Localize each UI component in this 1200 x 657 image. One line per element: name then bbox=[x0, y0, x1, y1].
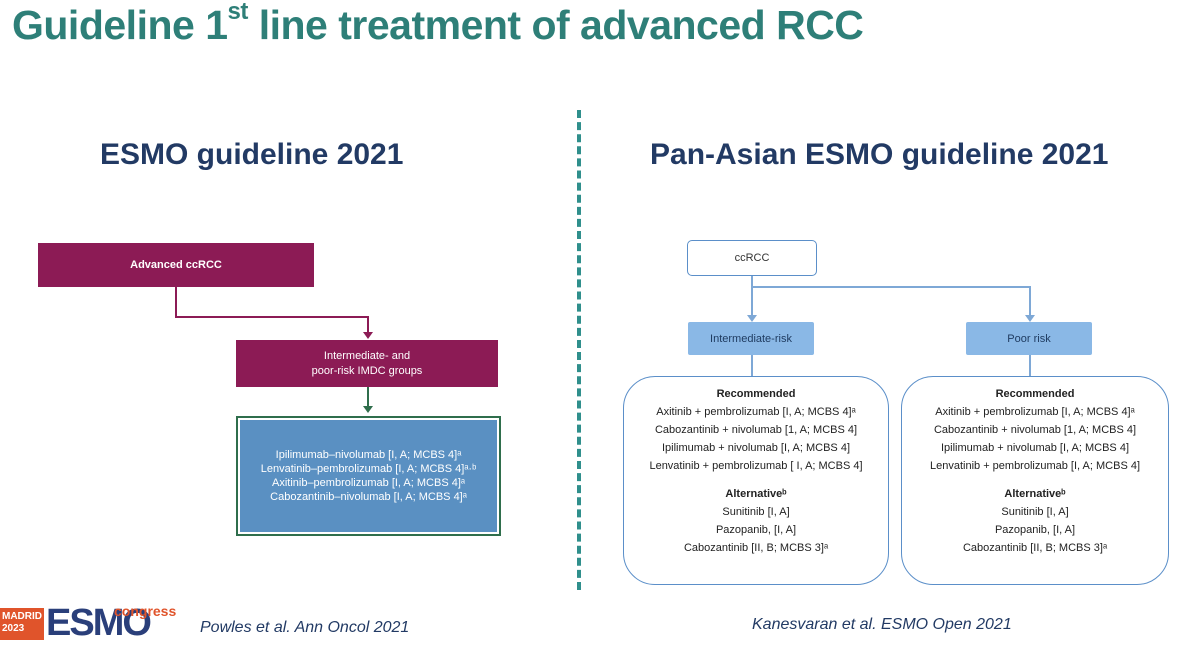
ccrcc-box: ccRCC bbox=[687, 240, 817, 276]
connector-line bbox=[1029, 286, 1031, 316]
arrowhead bbox=[747, 315, 757, 322]
connector-line bbox=[751, 355, 753, 377]
poor-risk-box: Poor risk bbox=[966, 322, 1092, 355]
arrowhead bbox=[363, 406, 373, 413]
title-main: Guideline 1 bbox=[12, 2, 228, 48]
risk-groups-line2: poor-risk IMDC groups bbox=[311, 364, 423, 377]
logo-brand: ESMO bbox=[46, 602, 152, 644]
recommended-item: Lenvatinib + pembrolizumab [I, A; MCBS 4… bbox=[929, 460, 1141, 472]
advanced-ccrcc-box: Advanced ccRCC bbox=[38, 243, 314, 287]
recommended-item: Ipilimumab + nivolumab [I, A; MCBS 4] bbox=[941, 442, 1129, 454]
esmo-congress-logo: MADRID 2023 ESMO congress bbox=[0, 602, 177, 645]
logo-city: MADRID bbox=[2, 611, 42, 622]
recommended-header: Recommended bbox=[995, 388, 1075, 400]
intermediate-risk-box: Intermediate-risk bbox=[688, 322, 814, 355]
pan-asian-heading: Pan-Asian ESMO guideline 2021 bbox=[650, 138, 1109, 171]
logo-word: congress bbox=[114, 603, 177, 619]
title-rest: line treatment of advanced RCC bbox=[247, 2, 864, 48]
connector-line bbox=[751, 286, 1031, 288]
poor-risk-panel: Recommended Axitinib + pembrolizumab [I,… bbox=[901, 376, 1169, 585]
alternative-header: Alternativeᵇ bbox=[725, 488, 787, 500]
arrowhead bbox=[1025, 315, 1035, 322]
dashed-divider bbox=[577, 110, 581, 590]
intermediate-risk-panel: Recommended Axitinib + pembrolizumab [I,… bbox=[623, 376, 889, 585]
alternative-header: Alternativeᵇ bbox=[1004, 488, 1066, 500]
alternative-item: Sunitinib [I, A] bbox=[1001, 506, 1069, 518]
treatment-item: Lenvatinib–pembrolizumab [I, A; MCBS 4]ᵃ… bbox=[260, 463, 477, 475]
recommended-item: Axitinib + pembrolizumab [I, A; MCBS 4]ᵃ bbox=[656, 406, 856, 418]
title-superscript: st bbox=[227, 0, 249, 25]
alternative-item: Pazopanib, [I, A] bbox=[715, 524, 797, 536]
connector-line bbox=[367, 316, 369, 333]
reference-left: Powles et al. Ann Oncol 2021 bbox=[200, 619, 410, 636]
esmo-guideline-heading: ESMO guideline 2021 bbox=[100, 138, 404, 171]
recommended-item: Cabozantinib + nivolumab [1, A; MCBS 4] bbox=[654, 424, 858, 436]
alternative-item: Cabozantinib [II, B; MCBS 3]ᵃ bbox=[962, 542, 1108, 554]
reference-right: Kanesvaran et al. ESMO Open 2021 bbox=[752, 616, 1012, 633]
treatment-item: Axitinib–pembrolizumab [I, A; MCBS 4]ᵃ bbox=[271, 477, 465, 489]
recommended-item: Cabozantinib + nivolumab [1, A; MCBS 4] bbox=[933, 424, 1137, 436]
logo-city-badge: MADRID 2023 bbox=[0, 608, 44, 640]
intermediate-risk-label: Intermediate-risk bbox=[710, 332, 792, 345]
advanced-ccrcc-label: Advanced ccRCC bbox=[130, 258, 222, 271]
poor-risk-label: Poor risk bbox=[1007, 332, 1051, 345]
connector-line bbox=[175, 287, 177, 317]
recommended-item: Lenvatinib + pembrolizumab [ I, A; MCBS … bbox=[649, 460, 863, 472]
ccrcc-label: ccRCC bbox=[734, 252, 770, 264]
alternative-item: Sunitinib [I, A] bbox=[722, 506, 790, 518]
treatment-options-box: Ipilimumab–nivolumab [I, A; MCBS 4]ᵃ Len… bbox=[236, 416, 501, 536]
recommended-header: Recommended bbox=[716, 388, 796, 400]
connector-line bbox=[175, 316, 369, 318]
slide-title: Guideline 1st line treatment of advanced… bbox=[12, 0, 864, 49]
risk-groups-line1: Intermediate- and bbox=[323, 349, 411, 362]
alternative-item: Pazopanib, [I, A] bbox=[994, 524, 1076, 536]
treatment-item: Ipilimumab–nivolumab [I, A; MCBS 4]ᵃ bbox=[275, 449, 462, 461]
connector-line bbox=[751, 276, 753, 316]
arrowhead bbox=[363, 332, 373, 339]
treatment-item: Cabozantinib–nivolumab [I, A; MCBS 4]ᵃ bbox=[270, 491, 467, 503]
recommended-item: Ipilimumab + nivolumab [I, A; MCBS 4] bbox=[662, 442, 850, 454]
alternative-item: Cabozantinib [II, B; MCBS 3]ᵃ bbox=[683, 542, 829, 554]
connector-line bbox=[1029, 355, 1031, 377]
risk-groups-box: Intermediate- and poor-risk IMDC groups bbox=[236, 340, 498, 387]
connector-line bbox=[367, 387, 369, 407]
recommended-item: Axitinib + pembrolizumab [I, A; MCBS 4]ᵃ bbox=[935, 406, 1135, 418]
logo-year: 2023 bbox=[2, 623, 25, 634]
